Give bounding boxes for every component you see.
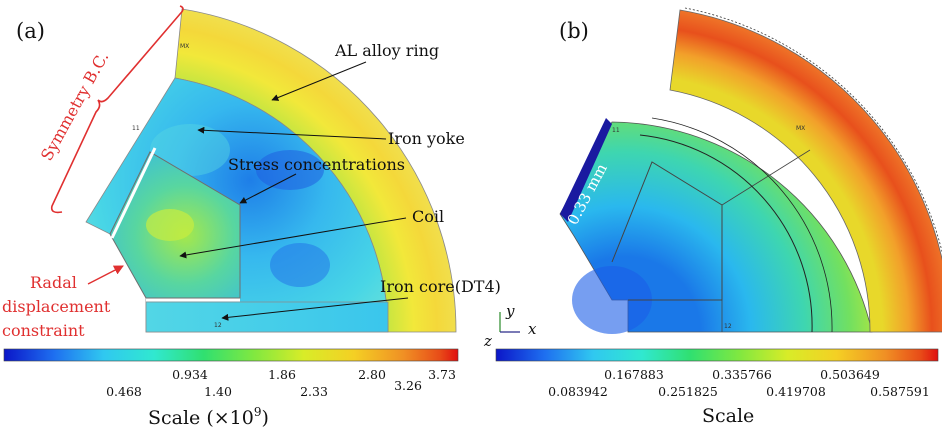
panel-a-radial-label-line2: displacement	[2, 297, 111, 316]
panel-a-label: (a)	[16, 19, 45, 43]
panel-a-tick-upper: 1.86	[268, 367, 296, 382]
panel-b-mesh-mark: MX	[796, 125, 805, 132]
panel-a-tick-upper: 0.934	[172, 367, 208, 382]
panel-b-axis-x-label: x	[528, 320, 537, 338]
panel-a-symmetry-label: Symmetry B.C.	[37, 48, 113, 164]
panel-a-tick-lower: 1.40	[204, 384, 232, 399]
panel-b-gap-strip	[560, 118, 612, 222]
panel-a-stress-label: Stress concentrations	[228, 155, 405, 174]
panel-a-iron-yoke-arrow	[197, 126, 387, 140]
panel-a-radial-arrow	[87, 265, 124, 285]
panel-a-mesh-mark: 12	[214, 322, 222, 329]
panel-a-scale-title: Scale (×109)	[148, 405, 269, 429]
panel-a-iron-core	[145, 301, 389, 333]
panel-b-colorbar	[495, 348, 939, 362]
panel-a-yoke-highlight	[150, 124, 230, 176]
panel-a-coil-hotspot	[146, 209, 194, 241]
panel-a-tick-lower: 0.468	[106, 384, 142, 399]
panel-a-tick-upper: 2.80	[358, 367, 386, 382]
panel-a-stress-spot	[256, 150, 324, 190]
panel-a-al-ring-arrow	[271, 61, 367, 101]
panel-a-symmetry-brace	[50, 5, 184, 214]
panel-b: (b) MX 11 12 0.33 mm y x z 0.167883 0.33…	[483, 7, 942, 427]
panel-a-coil-arrow	[179, 217, 407, 259]
panel-b-tick-upper: 0.503649	[820, 367, 880, 382]
panel-b-tick-upper: 0.335766	[712, 367, 772, 382]
panel-a-al-ring-label: AL alloy ring	[334, 41, 439, 60]
panel-a-tick-lower: 2.33	[300, 384, 328, 399]
panel-b-axis-z-label: z	[483, 332, 492, 350]
panel-a-iron-core-arrow	[221, 297, 409, 321]
panel-a-coil-label: Coil	[412, 207, 444, 226]
panel-a-iron-core-label: Iron core(DT4)	[380, 277, 501, 296]
panel-a-tick-lower: 3.26	[394, 378, 422, 393]
panel-a-radial-label-line1: Radal	[30, 273, 77, 292]
panel-a: (a) MX 11 12 Symmetry B.C. AL alloy ring…	[2, 5, 501, 429]
panel-b-ring-inner-line	[639, 134, 813, 333]
panel-a-tick-upper: 3.73	[428, 367, 456, 382]
panel-b-label: (b)	[559, 19, 589, 43]
panel-a-coil-gap	[110, 147, 157, 239]
panel-a-iron-yoke	[85, 77, 389, 333]
panel-a-mesh-mark: MX	[180, 43, 189, 50]
panel-b-al-ring	[669, 9, 942, 333]
panel-b-mesh-mark: 12	[724, 323, 732, 330]
panel-a-stress-spot	[270, 243, 330, 287]
panel-b-tick-lower: 0.083942	[548, 384, 608, 399]
panel-b-axis-y-label: y	[505, 302, 515, 320]
panel-a-colorbar	[3, 348, 459, 362]
panel-b-tick-lower: 0.587591	[870, 384, 930, 399]
panel-b-tick-lower: 0.251825	[658, 384, 718, 399]
panel-b-tick-lower: 0.419708	[766, 384, 826, 399]
panel-b-ring-line	[651, 117, 833, 333]
panel-a-stress-arrow	[239, 173, 297, 204]
panel-a-iron-yoke-label: Iron yoke	[388, 129, 465, 148]
panel-b-tick-upper: 0.167883	[604, 367, 664, 382]
panel-b-mesh-mark: 11	[612, 127, 620, 134]
panel-b-scale-title: Scale	[702, 405, 754, 427]
panel-a-mesh-mark: 11	[132, 125, 140, 132]
panel-b-mesh-line	[721, 149, 811, 206]
panel-b-low-zone	[572, 266, 652, 334]
panel-a-radial-label-line3: constraint	[2, 321, 85, 340]
